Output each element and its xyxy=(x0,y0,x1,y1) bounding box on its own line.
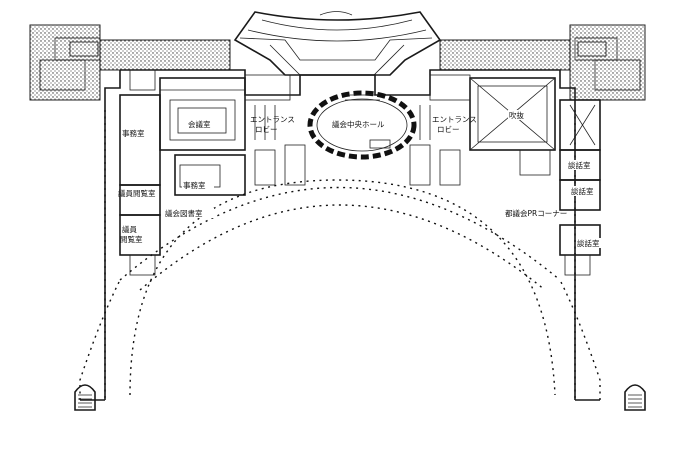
stair-right xyxy=(624,384,646,411)
room-labels: 事務室 会議室 エントランス ロビー 議会中央ホール エントランス ロビー 吹抜… xyxy=(118,110,602,248)
label-giin-etsuran-2a: 議員 xyxy=(122,224,137,234)
label-fukinuke: 吹抜 xyxy=(509,110,524,120)
label-entrance-right-2: ロビー xyxy=(437,125,460,134)
left-wing xyxy=(119,69,306,276)
label-jimukyoku: 事務室 xyxy=(122,128,145,138)
label-entrance-left-1: エントランス xyxy=(250,115,295,124)
plaza-arcs xyxy=(79,179,601,400)
label-danwa-3: 談話室 xyxy=(577,238,600,248)
label-giin-etsuran-2b: 閲覧室 xyxy=(120,234,143,244)
right-wing xyxy=(409,74,601,276)
label-giin-etsuran: 議員閲覧室 xyxy=(118,188,156,198)
label-kaigishitsu: 会議室 xyxy=(188,119,211,129)
label-entrance-left-2: ロビー xyxy=(255,125,278,134)
label-danwa-1: 談話室 xyxy=(568,160,591,170)
label-pr-corner: 都議会PRコーナー xyxy=(505,208,567,218)
label-central-hall: 議会中央ホール xyxy=(332,119,385,129)
label-entrance-right-1: エントランス xyxy=(432,115,477,124)
roof-canopy xyxy=(233,11,442,76)
label-danwa-2: 談話室 xyxy=(571,186,594,196)
label-jimushitsu: 事務室 xyxy=(183,180,206,190)
central-hall xyxy=(307,90,417,160)
right-planting xyxy=(439,24,646,101)
stair-left xyxy=(74,384,96,411)
label-toshoshitsu: 議会図書室 xyxy=(165,208,203,218)
